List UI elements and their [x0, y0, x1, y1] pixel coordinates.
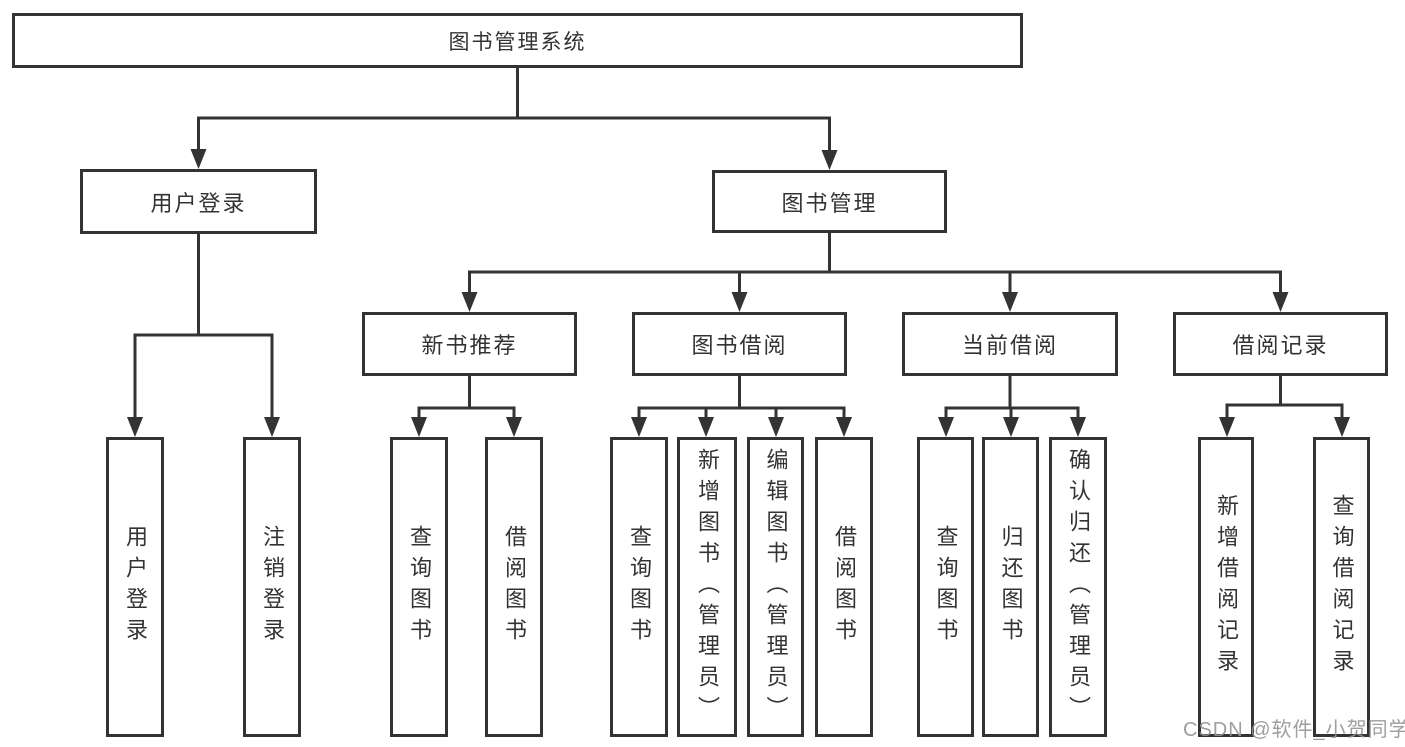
- node-label: 编辑图书（管理员）: [763, 447, 789, 727]
- node-label: 图书管理: [781, 190, 878, 216]
- node-label: 查询图书: [933, 525, 959, 649]
- node-library-management-system: 图书管理系统: [12, 13, 1023, 68]
- node-label: 查询图书: [407, 525, 432, 649]
- node-book-management: 图书管理: [712, 170, 947, 233]
- node-label: 注销登录: [260, 525, 285, 649]
- node-label: 新书推荐: [421, 333, 518, 358]
- leaf-query-books-recommend: 查询图书: [390, 437, 448, 737]
- leaf-query-books-borrow: 查询图书: [610, 437, 668, 737]
- leaf-user-login: 用户登录: [106, 437, 164, 737]
- node-book-borrow: 图书借阅: [632, 312, 847, 376]
- node-label: 确认归还（管理员）: [1066, 447, 1091, 727]
- node-label: 查询借阅记录: [1329, 494, 1355, 680]
- node-label: 新增图书（管理员）: [695, 447, 720, 727]
- node-label: 借阅记录: [1232, 333, 1329, 358]
- leaf-add-books-admin: 新增图书（管理员）: [677, 437, 737, 737]
- node-label: 图书管理系统: [448, 30, 587, 54]
- node-label: 图书借阅: [691, 333, 788, 358]
- node-borrow-records: 借阅记录: [1173, 312, 1388, 376]
- leaf-borrow-books-recommend: 借阅图书: [485, 437, 543, 737]
- node-label: 借阅图书: [502, 525, 527, 649]
- leaf-confirm-return-admin: 确认归还（管理员）: [1049, 437, 1107, 737]
- node-label: 借阅图书: [832, 525, 857, 649]
- node-new-book-recommend: 新书推荐: [362, 312, 577, 376]
- node-label: 用户登录: [150, 190, 247, 216]
- node-label: 用户登录: [123, 525, 148, 649]
- leaf-query-borrow-record: 查询借阅记录: [1313, 437, 1370, 737]
- leaf-add-borrow-record: 新增借阅记录: [1198, 437, 1254, 737]
- leaf-logout: 注销登录: [243, 437, 301, 737]
- node-current-borrow: 当前借阅: [902, 312, 1118, 376]
- node-label: 当前借阅: [961, 333, 1058, 358]
- leaf-borrow-books: 借阅图书: [815, 437, 873, 737]
- node-label: 归还图书: [998, 525, 1024, 649]
- csdn-watermark: CSDN @软件_小贺同学: [1183, 719, 1405, 741]
- node-label: 查询图书: [627, 525, 652, 649]
- leaf-return-books: 归还图书: [982, 437, 1039, 737]
- leaf-query-books-current: 查询图书: [917, 437, 974, 737]
- leaf-edit-books-admin: 编辑图书（管理员）: [747, 437, 804, 737]
- node-user-login: 用户登录: [80, 169, 317, 234]
- node-label: 新增借阅记录: [1214, 494, 1239, 680]
